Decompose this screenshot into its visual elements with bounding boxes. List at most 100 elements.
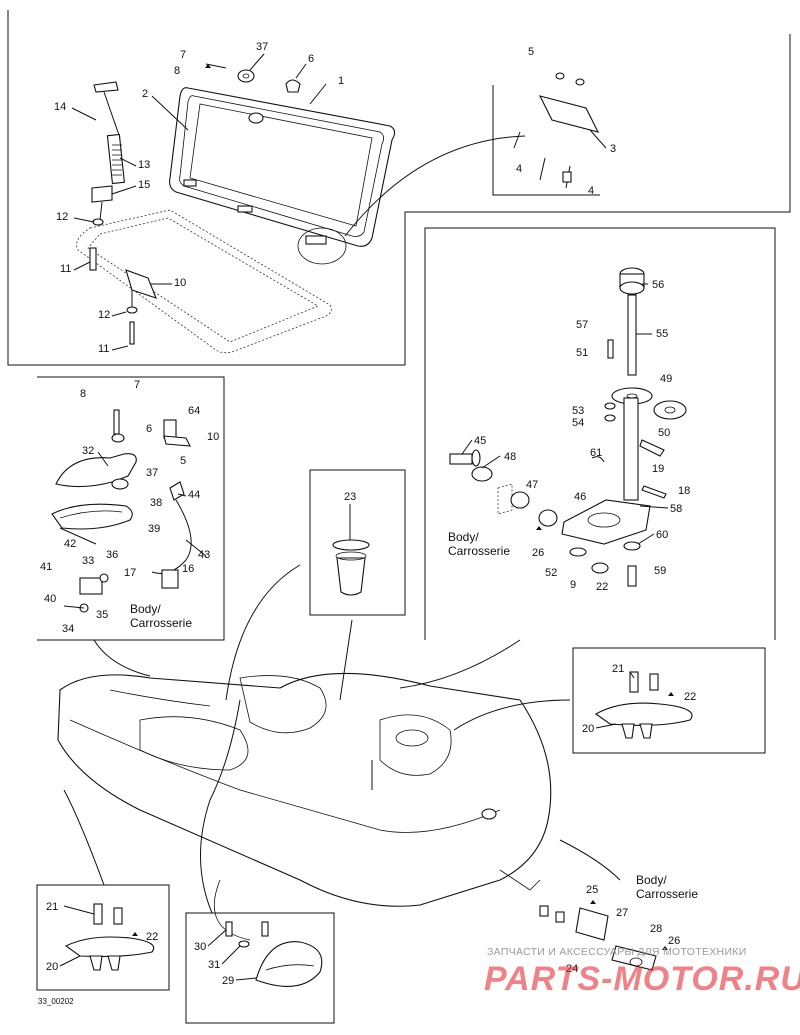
callout-labels: 1 2 3 4 4 5 5 6 6 7 7 8 8 9 10 10 11 11 … bbox=[40, 41, 696, 987]
watermark-caption: ЗАПЧАСТИ И АКСЕССУАРЫ ДЛЯ МОТОТЕХНИКИ bbox=[487, 946, 747, 958]
callout-31: 31 bbox=[208, 959, 220, 971]
callout-7b: 7 bbox=[134, 379, 140, 391]
callout-37b: 37 bbox=[146, 467, 158, 479]
callout-59: 59 bbox=[654, 565, 666, 577]
hatch-latch-parts bbox=[205, 63, 301, 93]
callout-22c: 22 bbox=[596, 581, 608, 593]
figure-code: 33_00202 bbox=[38, 997, 74, 1006]
callout-26b: 26 bbox=[668, 935, 680, 947]
callout-12b: 12 bbox=[98, 309, 110, 321]
callout-22b: 22 bbox=[146, 931, 158, 943]
panel-frame-seat bbox=[37, 376, 225, 641]
callout-39: 39 bbox=[148, 523, 160, 535]
leader-lines bbox=[63, 564, 621, 914]
callout-42: 42 bbox=[64, 538, 76, 550]
callout-9: 9 bbox=[570, 579, 576, 591]
callout-11a: 11 bbox=[60, 263, 71, 275]
callout-14: 14 bbox=[54, 101, 66, 113]
callout-3: 3 bbox=[610, 143, 616, 155]
callout-40: 40 bbox=[44, 593, 56, 605]
callout-45: 45 bbox=[474, 435, 486, 447]
callout-32: 32 bbox=[82, 445, 94, 457]
callout-46: 46 bbox=[574, 491, 586, 503]
callout-4b: 4 bbox=[588, 185, 594, 197]
callout-54: 54 bbox=[572, 417, 584, 429]
cleat-right bbox=[594, 671, 693, 739]
callout-8a: 8 bbox=[174, 65, 180, 77]
callout-15: 15 bbox=[138, 179, 150, 191]
callout-64: 64 bbox=[188, 405, 200, 417]
callout-11b: 11 bbox=[98, 343, 109, 355]
callout-7a: 7 bbox=[180, 49, 186, 61]
panel-frame-light bbox=[185, 912, 335, 1024]
callout-21b: 21 bbox=[46, 901, 58, 913]
callout-61: 61 bbox=[590, 447, 602, 459]
svg-text:Carrosserie: Carrosserie bbox=[636, 887, 698, 901]
callout-27: 27 bbox=[616, 907, 628, 919]
callout-57: 57 bbox=[576, 319, 588, 331]
hatch-cover bbox=[169, 87, 396, 265]
hatch-hinge-bracket bbox=[125, 269, 157, 312]
watermark: ЗАПЧАСТИ И АКСЕССУАРЫ ДЛЯ МОТОТЕХНИКИ PA… bbox=[484, 946, 800, 998]
callout-23: 23 bbox=[344, 491, 356, 503]
callout-25: 25 bbox=[586, 884, 598, 896]
callout-33: 33 bbox=[82, 555, 94, 567]
rear-bracket-parts bbox=[539, 900, 668, 971]
panel-frame-cup-holder bbox=[309, 469, 406, 616]
callout-51: 51 bbox=[576, 347, 588, 359]
watercraft-hull bbox=[57, 672, 552, 941]
callout-10a: 10 bbox=[174, 277, 186, 289]
callout-56: 56 bbox=[652, 279, 664, 291]
callout-19: 19 bbox=[652, 463, 664, 475]
panel-frame-steering bbox=[424, 227, 776, 640]
callout-41: 41 bbox=[40, 561, 52, 573]
callout-22a: 22 bbox=[684, 691, 696, 703]
callout-5a: 5 bbox=[528, 46, 534, 58]
callout-58: 58 bbox=[670, 503, 682, 515]
cleat-left bbox=[64, 903, 155, 971]
callout-55: 55 bbox=[656, 328, 668, 340]
svg-text:Body/: Body/ bbox=[130, 602, 161, 616]
svg-text:Body/: Body/ bbox=[636, 873, 667, 887]
callout-5b: 5 bbox=[180, 455, 186, 467]
callout-24: 24 bbox=[566, 963, 578, 975]
callout-21a: 21 bbox=[612, 663, 624, 675]
callout-12a: 12 bbox=[56, 211, 68, 223]
svg-text:Carrosserie: Carrosserie bbox=[130, 616, 192, 630]
callout-49: 49 bbox=[660, 373, 672, 385]
body-label-left: Body/ Carrosserie bbox=[130, 602, 192, 630]
callout-60: 60 bbox=[656, 529, 668, 541]
callout-2: 2 bbox=[142, 88, 148, 100]
seat-assembly bbox=[51, 409, 192, 613]
callout-44: 44 bbox=[188, 489, 200, 501]
panel-frame-cleat-right bbox=[572, 647, 766, 754]
watermark-logo: PARTS-MOTOR.RU bbox=[484, 960, 800, 998]
callout-30: 30 bbox=[194, 941, 206, 953]
callout-35: 35 bbox=[96, 609, 108, 621]
navigation-light bbox=[225, 921, 323, 987]
callout-53: 53 bbox=[572, 405, 584, 417]
steering-pole-assembly bbox=[449, 267, 687, 587]
hatch-opening-frame bbox=[76, 209, 332, 354]
detail-leader-hatch bbox=[344, 135, 526, 237]
detail-hinge-bracket bbox=[513, 72, 600, 189]
callout-50: 50 bbox=[658, 427, 670, 439]
body-label-mid: Body/ Carrosserie bbox=[448, 530, 510, 558]
callout-52: 52 bbox=[545, 567, 557, 579]
callout-17: 17 bbox=[124, 567, 136, 579]
callout-4a: 4 bbox=[516, 163, 522, 175]
callout-8b: 8 bbox=[80, 388, 86, 400]
panel-frame-hatch bbox=[7, 10, 791, 366]
callout-37a: 37 bbox=[256, 41, 268, 53]
cup-holder bbox=[332, 539, 370, 596]
callout-26a: 26 bbox=[532, 547, 544, 559]
callout-leaders bbox=[59, 53, 669, 981]
callout-1: 1 bbox=[338, 75, 344, 87]
svg-text:Carrosserie: Carrosserie bbox=[448, 544, 510, 558]
callout-34: 34 bbox=[62, 623, 74, 635]
callout-6b: 6 bbox=[146, 423, 152, 435]
callout-29: 29 bbox=[222, 975, 234, 987]
hatch-fasteners bbox=[89, 218, 138, 345]
callout-36: 36 bbox=[106, 549, 118, 561]
